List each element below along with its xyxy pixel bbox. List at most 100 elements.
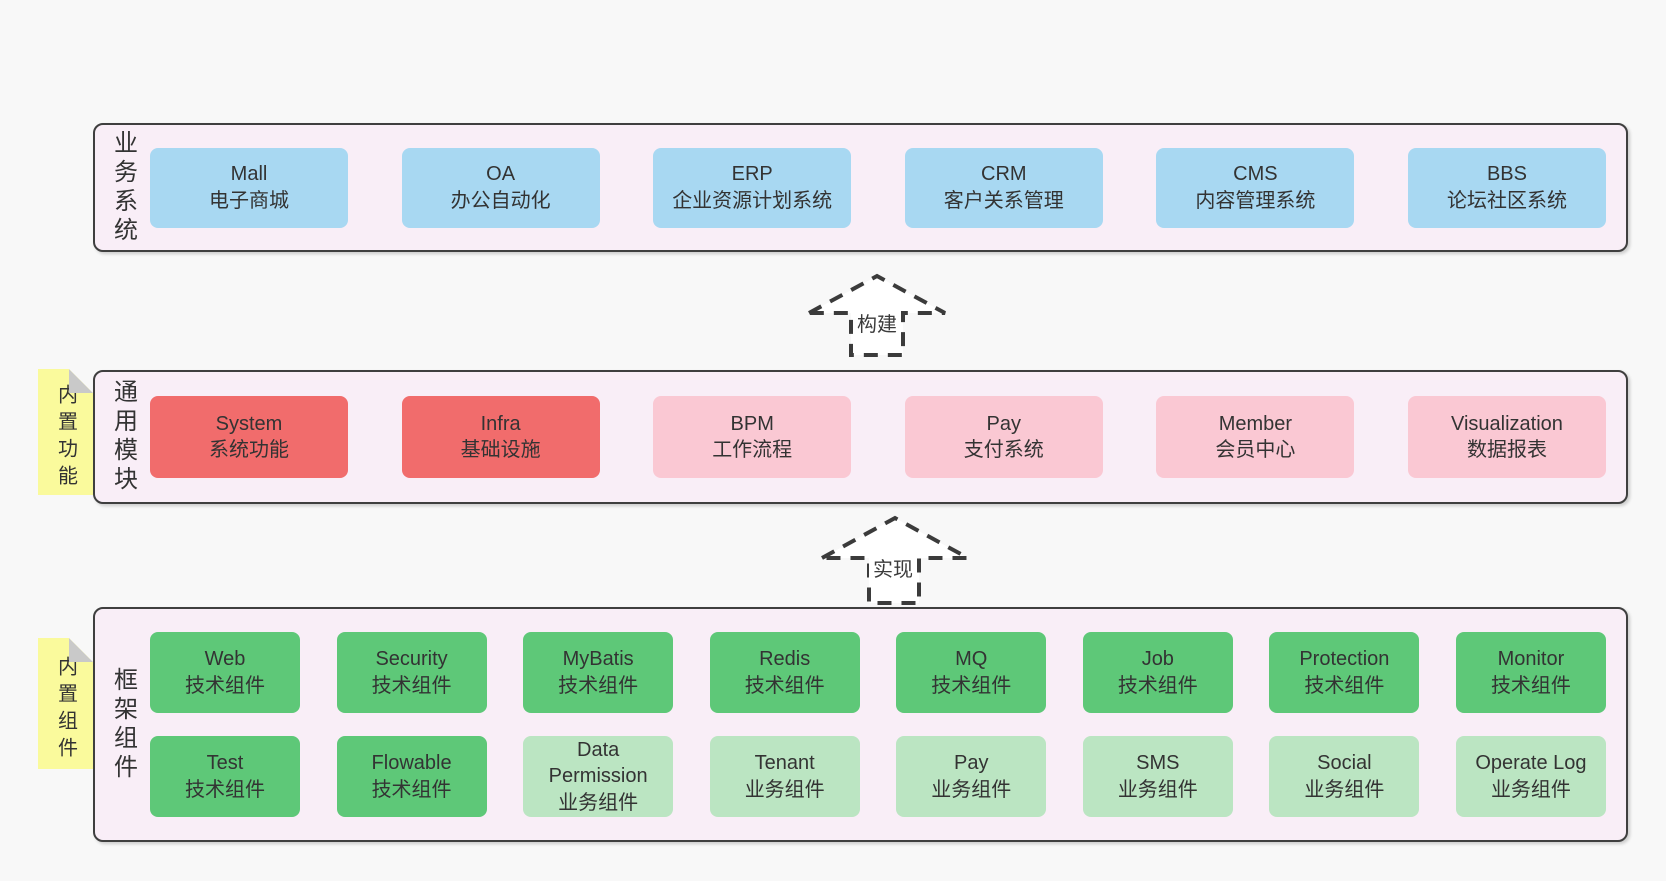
box-subtitle: 技术组件	[1490, 674, 1571, 697]
box-title: SMS	[1136, 752, 1180, 775]
box-title: Social	[1317, 752, 1372, 775]
band-label-text: 业务系统	[109, 129, 137, 246]
box-title: Pay	[986, 412, 1022, 435]
framework-row-1: Web 技术组件 Security 技术组件 MyBatis 技术组件 Redi…	[150, 632, 1606, 713]
box-title: Monitor	[1497, 648, 1565, 671]
box-pay-module: Pay 支付系统	[904, 396, 1103, 478]
box-test: Test 技术组件	[150, 736, 300, 817]
box-subtitle: 技术组件	[1304, 674, 1385, 697]
box-subtitle: 系统功能	[209, 439, 289, 461]
box-subtitle: 技术组件	[558, 674, 639, 697]
box-subtitle: 数据报表	[1466, 439, 1547, 461]
box-social: Social 业务组件	[1269, 736, 1420, 817]
box-protection: Protection 技术组件	[1269, 632, 1420, 713]
box-title: Visualization	[1451, 412, 1563, 435]
box-title: Job	[1141, 648, 1174, 671]
box-title: CRM	[981, 163, 1027, 186]
box-subtitle: 电子商城	[209, 189, 289, 212]
box-operate-log: Operate Log 业务组件	[1455, 736, 1606, 817]
box-subtitle: 业务组件	[1117, 778, 1198, 801]
box-web: Web 技术组件	[150, 632, 300, 713]
box-security: Security 技术组件	[336, 632, 487, 713]
sticky-note-built-in-components: 内置组件	[38, 638, 93, 769]
note-fold-corner	[69, 369, 93, 393]
box-subtitle: 业务组件	[1304, 778, 1385, 801]
box-subtitle: 业务组件	[558, 791, 639, 814]
box-oa: OA 办公自动化	[401, 147, 600, 228]
box-title: Member	[1218, 412, 1293, 435]
box-title: Pay	[954, 752, 989, 775]
box-cms: CMS 内容管理系统	[1156, 147, 1355, 228]
framework-row-2: Test 技术组件 Flowable 技术组件 Data Permission …	[150, 736, 1606, 817]
arrow-build-label: 构建	[857, 313, 897, 336]
box-data-permission: Data Permission 业务组件	[523, 736, 674, 817]
box-title: ERP	[731, 163, 773, 186]
box-pay-component: Pay 业务组件	[896, 736, 1047, 817]
box-subtitle: 论坛社区系统	[1446, 189, 1567, 212]
box-member: Member 会员中心	[1156, 396, 1355, 478]
arrow-implement-shape	[821, 515, 969, 605]
box-tenant: Tenant 业务组件	[709, 736, 860, 817]
box-erp: ERP 企业资源计划系统	[653, 147, 852, 228]
box-subtitle: 支付系统	[963, 439, 1044, 461]
box-subtitle: 内容管理系统	[1195, 189, 1316, 212]
box-subtitle: 企业资源计划系统	[672, 189, 833, 212]
box-subtitle: 技术组件	[185, 778, 265, 801]
common-modules-row: System 系统功能 Infra 基础设施 BPM 工作流程 Pay 支付系统…	[150, 372, 1626, 502]
arrow-implement: 实现	[821, 515, 969, 605]
box-subtitle: 基础设施	[460, 439, 541, 461]
box-subtitle: 技术组件	[371, 674, 452, 697]
box-title: Test	[206, 752, 244, 775]
box-title: Flowable	[371, 752, 452, 775]
box-mall: Mall 电子商城	[150, 147, 348, 228]
box-title: BBS	[1486, 163, 1527, 186]
arrow-build: 构建	[808, 273, 946, 357]
box-system: System 系统功能	[150, 396, 348, 478]
box-redis: Redis 技术组件	[709, 632, 860, 713]
band-label-text: 框架组件	[109, 666, 137, 783]
box-title: Infra	[480, 412, 521, 435]
box-subtitle: 办公自动化	[450, 189, 551, 212]
box-title: BPM	[730, 412, 774, 435]
box-mybatis: MyBatis 技术组件	[523, 632, 674, 713]
box-title: System	[215, 412, 283, 435]
box-title: Protection	[1299, 648, 1390, 671]
box-subtitle: 工作流程	[712, 439, 793, 461]
box-title: Web	[204, 648, 246, 671]
box-flowable: Flowable 技术组件	[336, 736, 487, 817]
box-subtitle: 业务组件	[1490, 778, 1571, 801]
sticky-note-label: 内置功能	[54, 384, 77, 492]
sticky-note-built-in-features: 内置功能	[38, 369, 93, 495]
box-title: CMS	[1233, 163, 1278, 186]
arrow-build-label-bg	[853, 311, 901, 335]
arrow-implement-label: 实现	[873, 558, 913, 581]
framework-components-grid: Web 技术组件 Security 技术组件 MyBatis 技术组件 Redi…	[150, 609, 1626, 840]
business-systems-row: Mall 电子商城 OA 办公自动化 ERP 企业资源计划系统 CRM 客户关系…	[150, 125, 1626, 250]
arrow-build-shape	[808, 273, 946, 357]
box-subtitle: 技术组件	[744, 674, 825, 697]
arrow-implement-label-bg	[869, 556, 917, 580]
box-subtitle: 技术组件	[931, 674, 1012, 697]
box-bbs: BBS 论坛社区系统	[1407, 147, 1606, 228]
box-title: OA	[486, 163, 516, 186]
box-infra: Infra 基础设施	[401, 396, 600, 478]
box-subtitle: 技术组件	[1117, 674, 1198, 697]
band-label-framework-components: 框架组件	[95, 609, 150, 840]
box-title: Redis	[759, 648, 811, 671]
box-bpm: BPM 工作流程	[653, 396, 852, 478]
box-title: Tenant	[754, 752, 815, 775]
box-subtitle: 客户关系管理	[943, 189, 1064, 212]
box-subtitle: 技术组件	[185, 674, 265, 697]
band-common-modules: 通用模块 System 系统功能 Infra 基础设施 BPM 工作流程 Pay…	[93, 370, 1628, 504]
box-title: MyBatis	[562, 648, 634, 671]
box-sms: SMS 业务组件	[1082, 736, 1233, 817]
sticky-note-label: 内置组件	[54, 655, 77, 764]
box-mq: MQ 技术组件	[896, 632, 1047, 713]
box-title: MQ	[955, 648, 988, 671]
box-job: Job 技术组件	[1082, 632, 1233, 713]
box-subtitle: 技术组件	[371, 778, 452, 801]
box-monitor: Monitor 技术组件	[1455, 632, 1606, 713]
box-title: Operate Log	[1475, 752, 1587, 775]
box-visualization: Visualization 数据报表	[1407, 396, 1606, 478]
